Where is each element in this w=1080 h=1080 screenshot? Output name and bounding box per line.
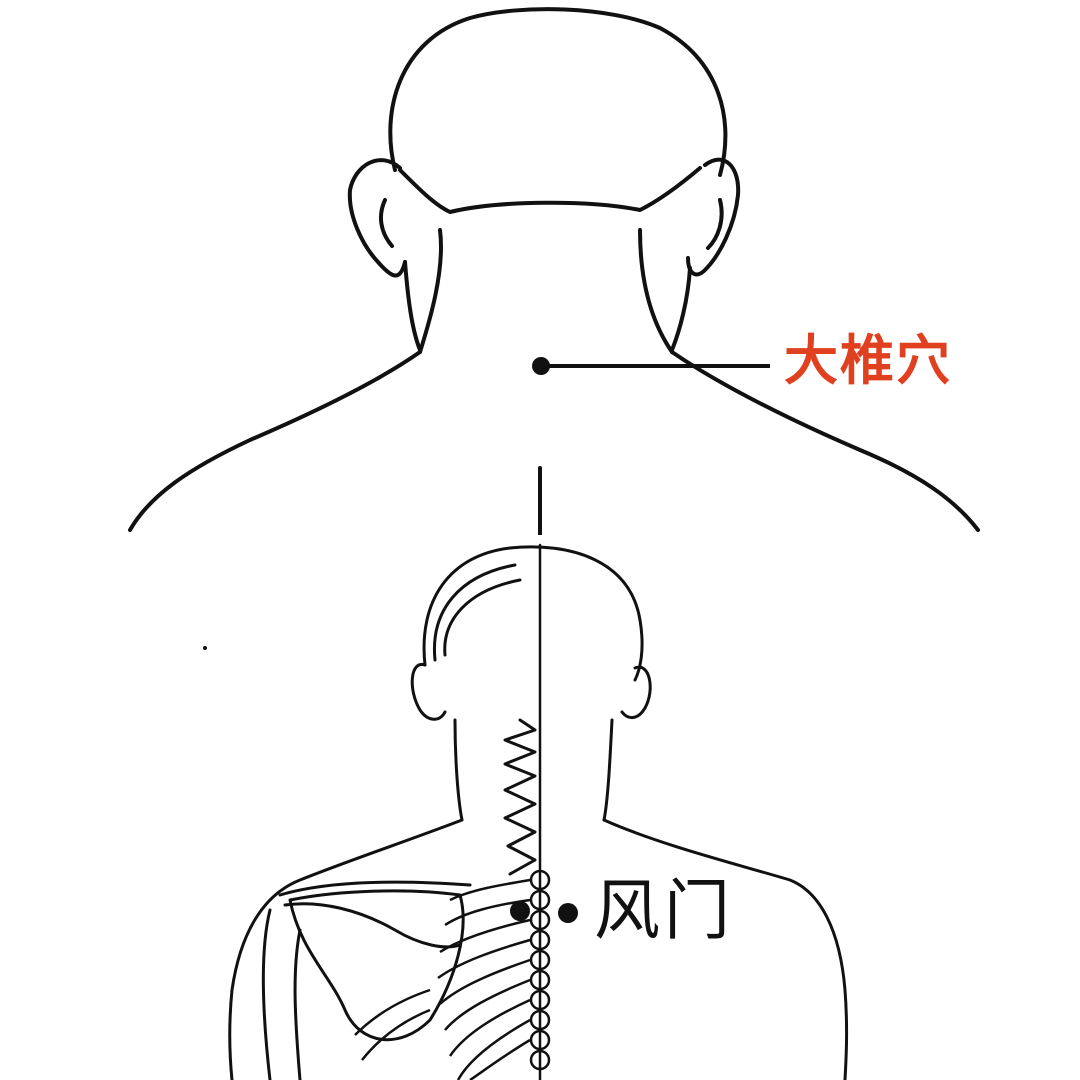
bottom-panel-back-skeleton-view [0, 541, 1080, 1080]
panel-divider [0, 535, 1080, 541]
back-skeleton-illustration [203, 543, 849, 1080]
top-panel-head-back-view: 大椎穴 [0, 0, 1080, 535]
shoulder-right [670, 350, 980, 532]
shoulder-left [128, 350, 422, 532]
clavicle [278, 880, 472, 897]
dazhui-label: 大椎穴 [784, 329, 952, 392]
neck-left [403, 260, 422, 352]
hairline [398, 166, 702, 214]
left-ear [347, 158, 407, 278]
stray-dot [203, 646, 207, 650]
shoulder-right [602, 818, 849, 1080]
cervical-spine [503, 718, 537, 876]
neck-right [670, 266, 692, 352]
skull-outline [388, 7, 728, 177]
scapula [288, 889, 465, 1042]
right-ear [620, 665, 652, 719]
shoulder-left [228, 818, 464, 1080]
dazhui-point [532, 357, 550, 375]
left-ear [410, 663, 447, 721]
ribs [354, 878, 531, 1080]
neck-right [602, 718, 614, 822]
head-back-illustration [128, 7, 980, 535]
fengmen-point-left [510, 901, 530, 921]
head-outline [422, 545, 644, 682]
thoracic-vertebrae [529, 869, 551, 1071]
fengmen-point-right [558, 903, 578, 923]
fengmen-label: 风门 [594, 872, 734, 949]
humerus [261, 908, 272, 1080]
neck-left [453, 718, 464, 822]
right-ear [686, 157, 741, 277]
